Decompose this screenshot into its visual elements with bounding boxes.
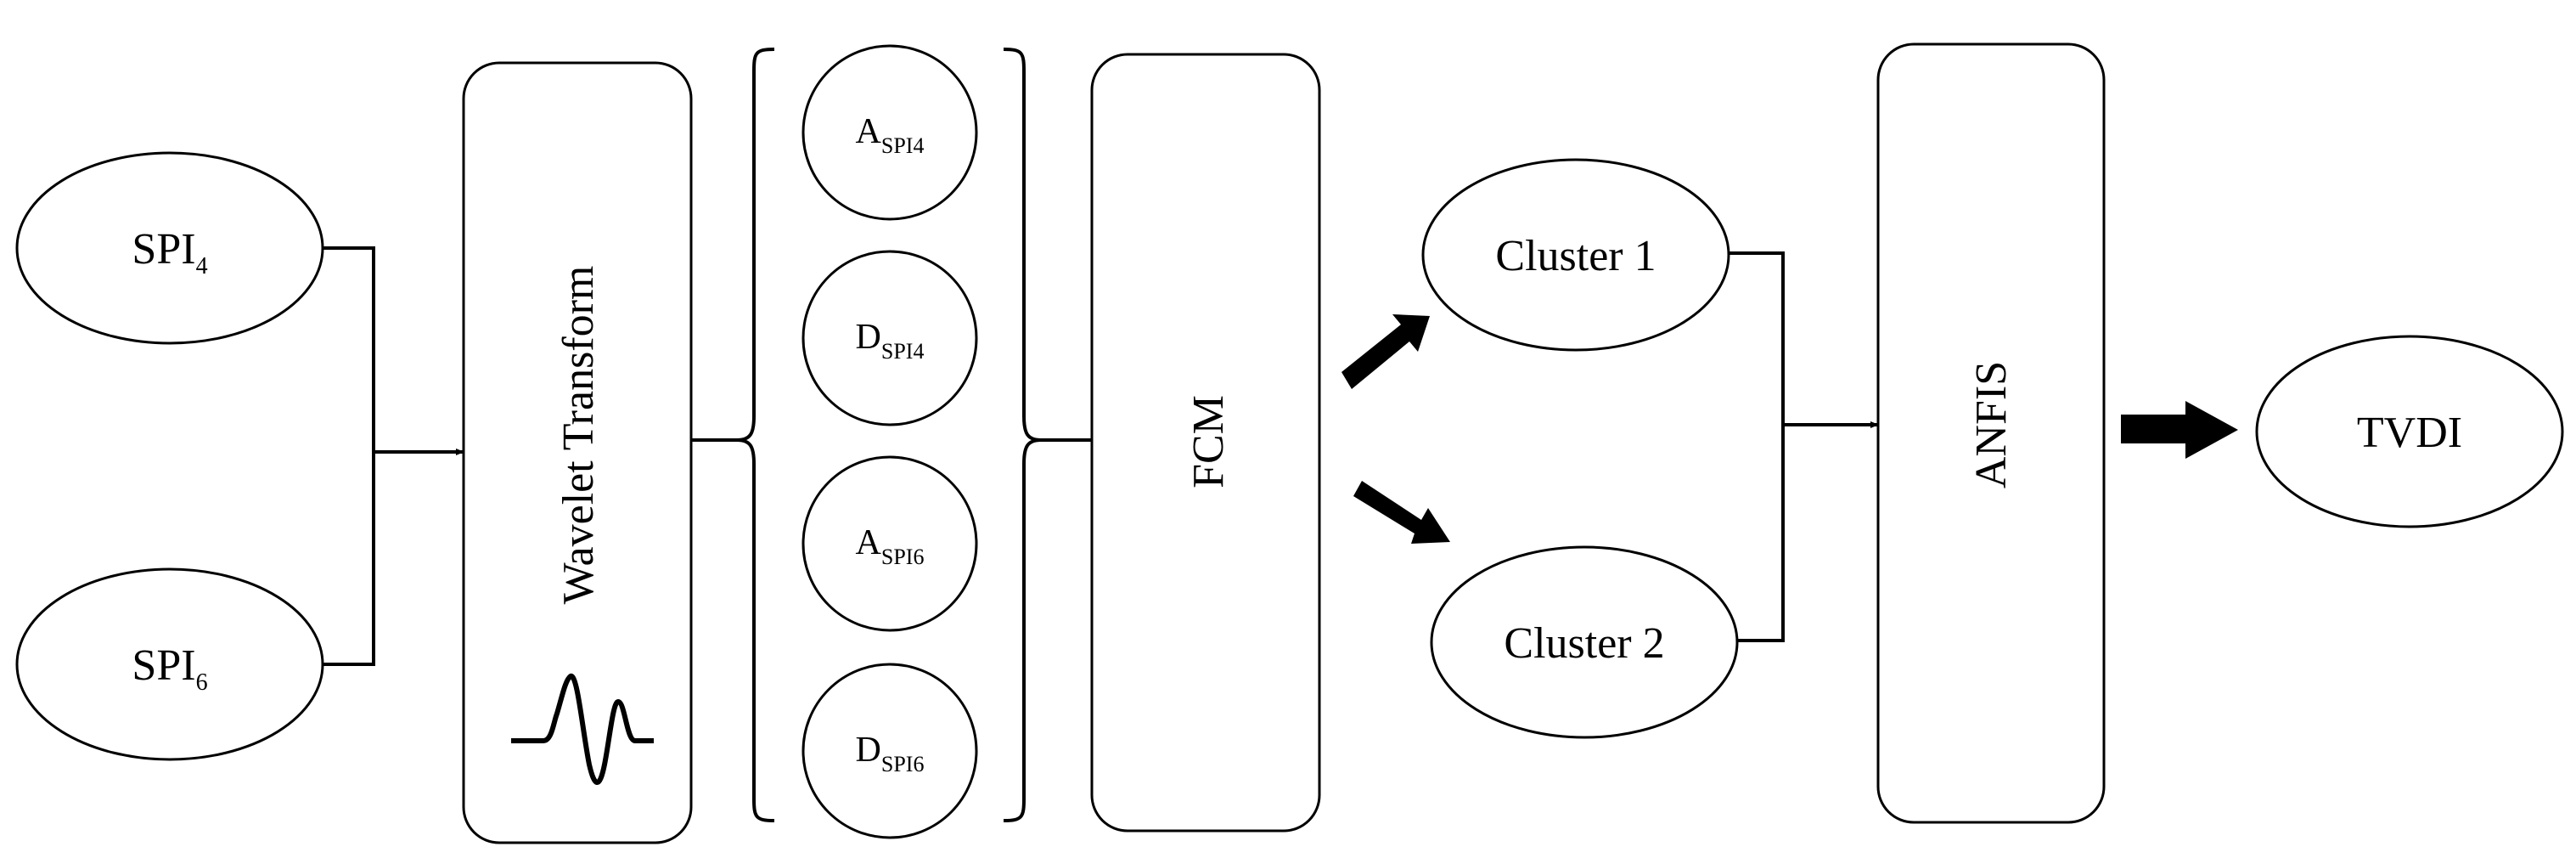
d-spi6-label: DSPI6 (856, 731, 925, 776)
anfis-box: ANFIS (1876, 42, 2106, 824)
cluster1-label: Cluster 1 (1495, 232, 1656, 280)
spi4-node: SPI4 (15, 151, 324, 345)
fcm-label: FCM (1184, 395, 1233, 488)
a-spi6-node: ASPI6 (801, 455, 978, 632)
wavelet-transform-box: Wavelet Transform (462, 61, 693, 844)
fcm-to-cluster1-arrow (1341, 314, 1430, 389)
fcm-box: FCM (1090, 53, 1321, 833)
a-spi6-label: ASPI6 (856, 523, 925, 569)
wavelet-transform-label: Wavelet Transform (554, 266, 603, 605)
a-spi4-node: ASPI4 (801, 44, 978, 221)
tvdi-label: TVDI (2357, 409, 2462, 457)
a-spi4-label: ASPI4 (856, 112, 925, 158)
anfis-label: ANFIS (1967, 361, 2016, 488)
d-spi6-node: DSPI6 (801, 663, 978, 839)
d-spi4-label: DSPI4 (856, 318, 925, 364)
spi4-label: SPI4 (132, 225, 207, 279)
cluster2-node: Cluster 2 (1430, 545, 1739, 739)
cluster1-node: Cluster 1 (1421, 158, 1730, 352)
components-right-brace (1003, 48, 1042, 822)
cluster2-label: Cluster 2 (1504, 619, 1664, 668)
components-left-brace (736, 48, 775, 822)
spi-merge-connector (323, 246, 464, 666)
fcm-to-cluster2-arrow (1353, 481, 1450, 544)
d-spi4-node: DSPI4 (801, 250, 978, 426)
spi6-node: SPI6 (15, 567, 324, 761)
spi6-label: SPI6 (132, 641, 207, 696)
anfis-to-tvdi-arrow (2121, 401, 2238, 459)
tvdi-node: TVDI (2255, 335, 2564, 528)
wavelet-signal-icon (511, 673, 654, 785)
clusters-to-anfis-connector (1729, 251, 1878, 642)
